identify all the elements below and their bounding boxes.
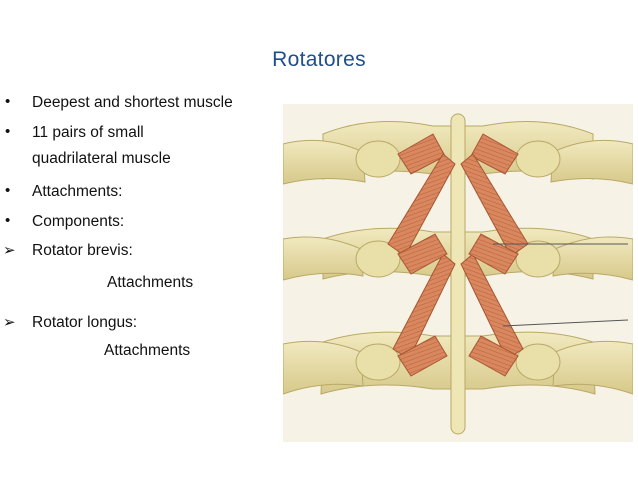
brevis-attachments: Attachments <box>107 274 194 291</box>
arrow-marker: ➢ <box>3 314 16 331</box>
longus-attachments: Attachments <box>104 342 191 359</box>
bullet-marker: • <box>5 212 11 229</box>
bullet-deepest: Deepest and shortest muscle <box>32 94 233 111</box>
bullet-pairs-cont: quadrilateral muscle <box>32 150 171 167</box>
bullet-marker: • <box>5 182 11 199</box>
slide-title: Rotatores <box>272 48 366 71</box>
bullet-attachments: Attachments: <box>32 183 123 200</box>
bullet-components: Components: <box>32 213 125 230</box>
rotatores-spine-illustration <box>283 104 633 442</box>
bullet-marker: • <box>5 123 11 140</box>
sub-rotator-brevis: Rotator brevis: <box>32 242 133 259</box>
bullet-pairs: 11 pairs of small <box>32 124 144 141</box>
arrow-marker: ➢ <box>3 242 16 259</box>
sub-rotator-longus: Rotator longus: <box>32 314 138 331</box>
bullet-marker: • <box>5 93 11 110</box>
